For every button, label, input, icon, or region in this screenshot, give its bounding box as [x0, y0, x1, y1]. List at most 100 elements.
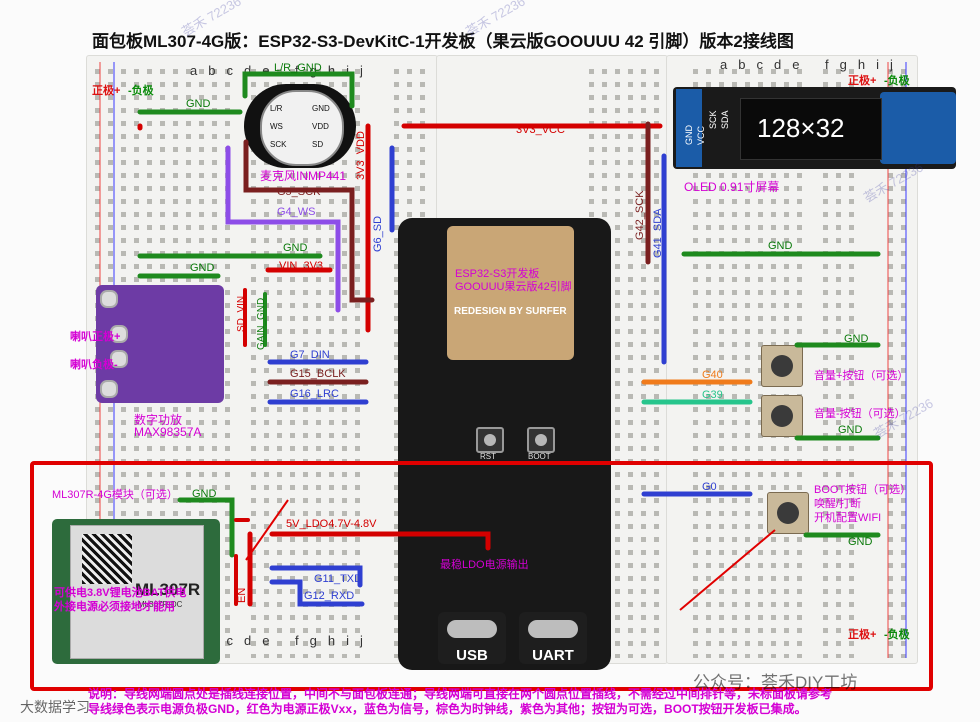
- amp-mount-hole: [100, 380, 118, 398]
- label-ldo-note: 最稳LDO电源输出: [440, 559, 529, 571]
- label-g5-sck: G5_SCK: [277, 186, 321, 198]
- amp-label-line2: MAX98357A: [134, 425, 202, 439]
- wire-5v-ldo: [269, 531, 491, 551]
- volume-down-label: 音量-按钮（可选）: [814, 408, 906, 420]
- label-g42-sck: G42_SCK: [634, 190, 646, 240]
- volume-up-button[interactable]: [761, 345, 803, 387]
- wire-g5-sck: [243, 139, 375, 303]
- boot-button-label-2: 唤醒/打断: [814, 498, 862, 510]
- esp32-label-line2: GOOUUU果云版42引脚: [455, 281, 572, 293]
- speaker-neg-label: 喇叭负极-: [70, 359, 118, 371]
- mic-pin-ws: WS: [270, 122, 283, 131]
- column-letters-bottom: abcde fghij: [190, 633, 374, 648]
- diagram-title: 面包板ML307-4G版：ESP32-S3-DevKitC-1开发板（果云版GO…: [92, 32, 794, 51]
- battery-note-1: 可供电3.8V锂电池BAT供电: [54, 587, 187, 599]
- label-gnd-oled: GND: [768, 240, 793, 252]
- mic-pin-sd: SD: [312, 140, 324, 149]
- label-g40: G40: [702, 369, 723, 381]
- oled-pin-header: [676, 89, 702, 167]
- label-3v3-vcc: 3V3_VCC: [516, 124, 565, 136]
- label-g12-rxd: G12_RXD: [304, 590, 355, 602]
- wire-g12-rxd: [269, 579, 365, 607]
- wire-g4-ws: [225, 145, 341, 313]
- rail-positive-label-bottom: 正极+: [848, 629, 877, 641]
- label-gnd-ml307: GND: [192, 488, 217, 500]
- wire-lr-gnd: [242, 71, 355, 109]
- rail-negative-label-bottom: -负极: [884, 629, 910, 641]
- label-g11-txd: G11_TXD: [314, 573, 363, 585]
- esp32-label-line1: ESP32-S3开发板: [455, 268, 540, 280]
- rail-negative-label-right: -负极: [884, 75, 910, 87]
- uart-port[interactable]: UART: [519, 612, 587, 664]
- label-g0: G0: [702, 481, 717, 493]
- boot-label: BOOT: [528, 452, 551, 461]
- speaker-pos-terminal: [110, 325, 128, 343]
- arrow-ldo: [245, 499, 289, 561]
- amp-label-line1: 数字功放: [134, 413, 183, 427]
- boot-button-label-1: BOOT按钮（可选）: [814, 484, 912, 496]
- label-vin-3v3: VIN_3V3: [279, 260, 324, 272]
- oled-screen-text: 128×32: [757, 113, 845, 143]
- ml307r-label: ML307R-4G模块（可选）: [52, 489, 178, 501]
- label-g6-sd: G6_SD: [372, 215, 384, 252]
- label-gnd-volup: GND: [844, 333, 869, 345]
- esp32-module-shield: [447, 226, 574, 360]
- speaker-neg-terminal: [110, 350, 128, 368]
- usb-label: USB: [456, 647, 488, 664]
- note-line2: 导线绿色表示电源负极GND，红色为电源正极Vxx，蓝色为信号，棕色为时钟线，紫色…: [88, 702, 807, 716]
- column-letters-right: abcde fghij: [720, 57, 904, 72]
- label-gnd-amp: GND: [190, 262, 215, 274]
- rail-positive-label-right: 正极+: [848, 75, 877, 87]
- esp32-redesign-text: REDESIGN BY SURFER: [454, 306, 567, 317]
- battery-note-2: 外接电源必须接地才能用: [54, 601, 175, 613]
- label-5v-ldo: 5V_LDO4.7V-4.8V: [286, 518, 377, 530]
- boot-button-label-3: 开机配置WIFI: [814, 512, 882, 524]
- mic-pin-vdd: VDD: [312, 122, 329, 131]
- label-g7-din: G7_DIN: [290, 349, 330, 361]
- mic-pin-gnd: GND: [312, 104, 330, 113]
- uart-label: UART: [532, 647, 574, 664]
- rst-button[interactable]: [476, 427, 504, 453]
- rst-label: RST: [480, 452, 496, 461]
- label-gain-gnd: GAIN_GND: [256, 297, 267, 350]
- label-lr-gnd: L/R_GND: [274, 62, 322, 74]
- usb-port[interactable]: USB: [438, 612, 506, 664]
- ml307-highlight-frame: [30, 461, 933, 691]
- oled-label: OLED 0.91寸屏幕: [684, 180, 780, 194]
- volume-down-button[interactable]: [761, 395, 803, 437]
- label-gnd-mid: GND: [283, 242, 308, 254]
- rail-negative-label: -负极: [128, 85, 154, 97]
- label-gnd-voldown: GND: [838, 424, 863, 436]
- mic-label: 麦克风INMP441: [260, 169, 347, 183]
- speaker-pos-label: 喇叭正极+: [70, 331, 121, 343]
- mic-pin-sck: SCK: [270, 140, 287, 149]
- mic-face: [260, 90, 344, 166]
- footer-logo: 大数据学习: [20, 699, 90, 715]
- amp-mount-hole: [100, 290, 118, 308]
- label-sd-vin: SD_VIN: [236, 295, 247, 332]
- boot-tact-button[interactable]: [767, 492, 809, 534]
- ml307r-name: ML307R: [135, 580, 201, 599]
- note-line1: 说明：导线网端圆点处是插线连接位置，中间不与面包板连通；导线两端可直接在两个圆点…: [88, 687, 833, 701]
- rail-positive-label: 正极+: [92, 85, 121, 97]
- label-g15-bclk: G15_BCLK: [290, 368, 346, 380]
- ml307r-sub: ML307R-DC: [138, 600, 183, 609]
- qr-code: [82, 534, 132, 584]
- wire-g11-txd: [269, 565, 363, 588]
- footer-brand: 公众号：荟禾DIY工坊: [693, 673, 858, 692]
- wire-gnd-ml307: [177, 497, 235, 558]
- label-g41-sda: G41_SDA: [652, 208, 664, 258]
- label-g39: G39: [702, 389, 723, 401]
- label-3v3-vdd: 3V3_VDD: [355, 131, 367, 180]
- boot-button[interactable]: [527, 427, 555, 453]
- label-gnd-boot: GND: [848, 536, 873, 548]
- label-g16-lrc: G16_LRC: [290, 388, 339, 400]
- oled-ribbon: [880, 92, 956, 164]
- arrow-boot: [679, 529, 776, 611]
- label-gnd-top: GND: [186, 98, 211, 110]
- label-g4-ws: G4_WS: [277, 206, 316, 218]
- oled-screen: [740, 98, 882, 160]
- volume-up-label: 音量+按钮（可选）: [814, 370, 909, 382]
